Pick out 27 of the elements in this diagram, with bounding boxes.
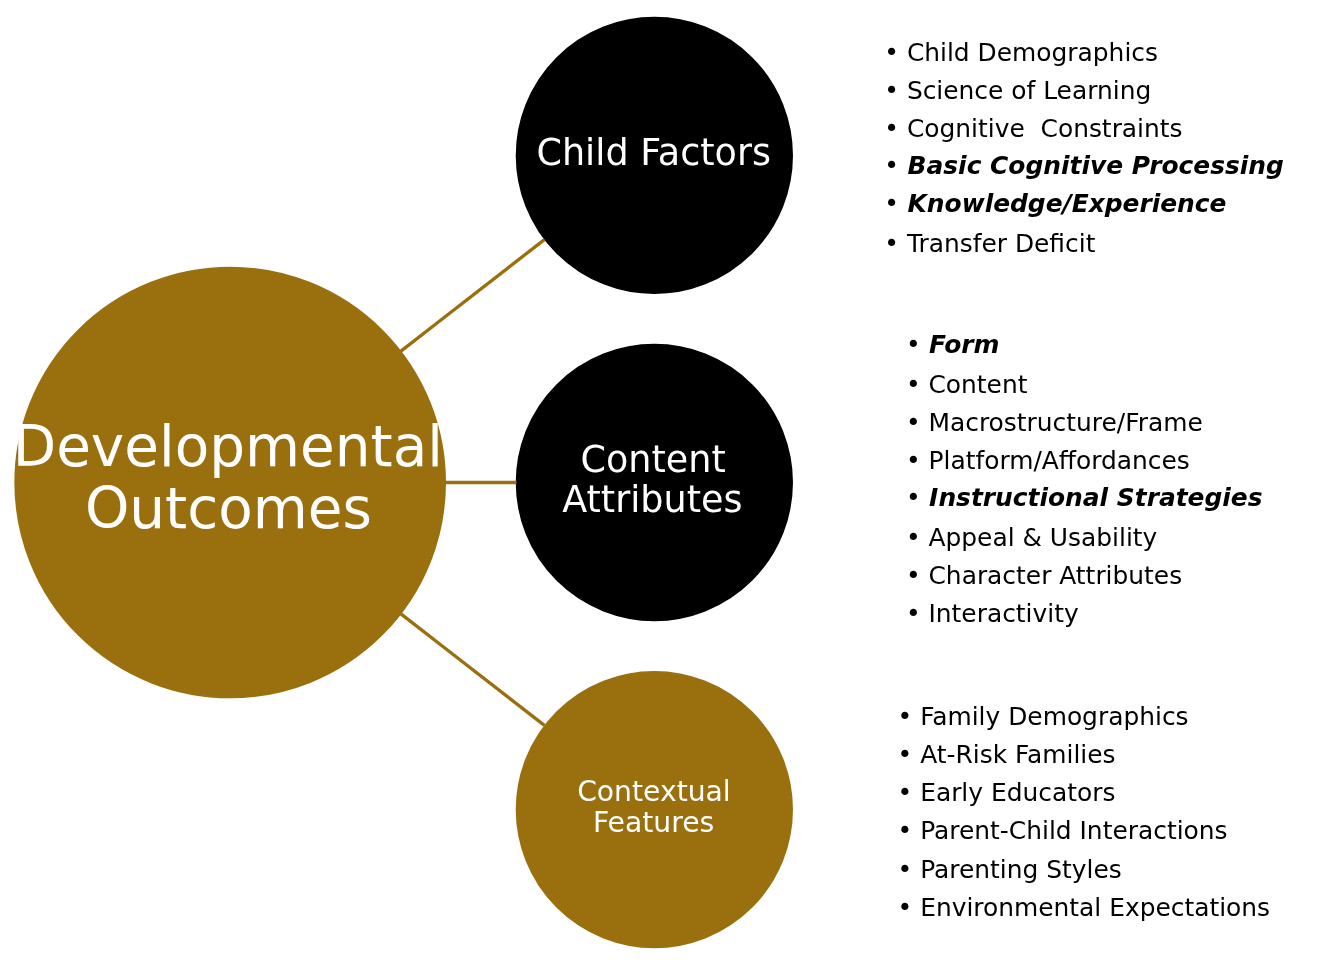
node-label: • Family Demographics bbox=[897, 701, 1189, 731]
node-label: • Instructional Strategies bbox=[905, 482, 1263, 512]
node-label: • Content bbox=[905, 369, 1028, 399]
node-label: • Form bbox=[905, 329, 1000, 359]
node-label: • Science of Learning bbox=[884, 75, 1152, 105]
node-circle: Contextual Features bbox=[515, 670, 793, 948]
node-label: • Basic Cognitive Processing bbox=[884, 150, 1284, 180]
node-label: • Parent-Child Interactions bbox=[897, 815, 1228, 845]
connector bbox=[399, 237, 546, 353]
node-circle: Content Attributes bbox=[515, 343, 793, 621]
node-label: • Character Attributes bbox=[905, 560, 1183, 590]
node-label: • Platform/Affordances bbox=[905, 445, 1190, 475]
node-label: • Appeal & Usability bbox=[905, 522, 1158, 552]
connector bbox=[399, 611, 546, 727]
node-label: • Environmental Expectations bbox=[897, 892, 1271, 922]
node-label: • Child Demographics bbox=[884, 37, 1158, 67]
node-label: • Transfer Deficit bbox=[884, 228, 1096, 258]
node-label: • Parenting Styles bbox=[897, 854, 1122, 884]
node-circle: Developmental Outcomes bbox=[14, 266, 446, 698]
node-label: • At-Risk Families bbox=[897, 739, 1116, 769]
node-label: • Macrostructure/Frame bbox=[905, 407, 1203, 437]
node-label: • Cognitive Constraints bbox=[884, 113, 1183, 143]
node-label: • Interactivity bbox=[905, 598, 1079, 628]
node-label: • Knowledge/Experience bbox=[884, 188, 1227, 218]
connector bbox=[445, 480, 517, 484]
node-circle: Child Factors bbox=[515, 16, 793, 294]
node-label: • Early Educators bbox=[897, 777, 1116, 807]
